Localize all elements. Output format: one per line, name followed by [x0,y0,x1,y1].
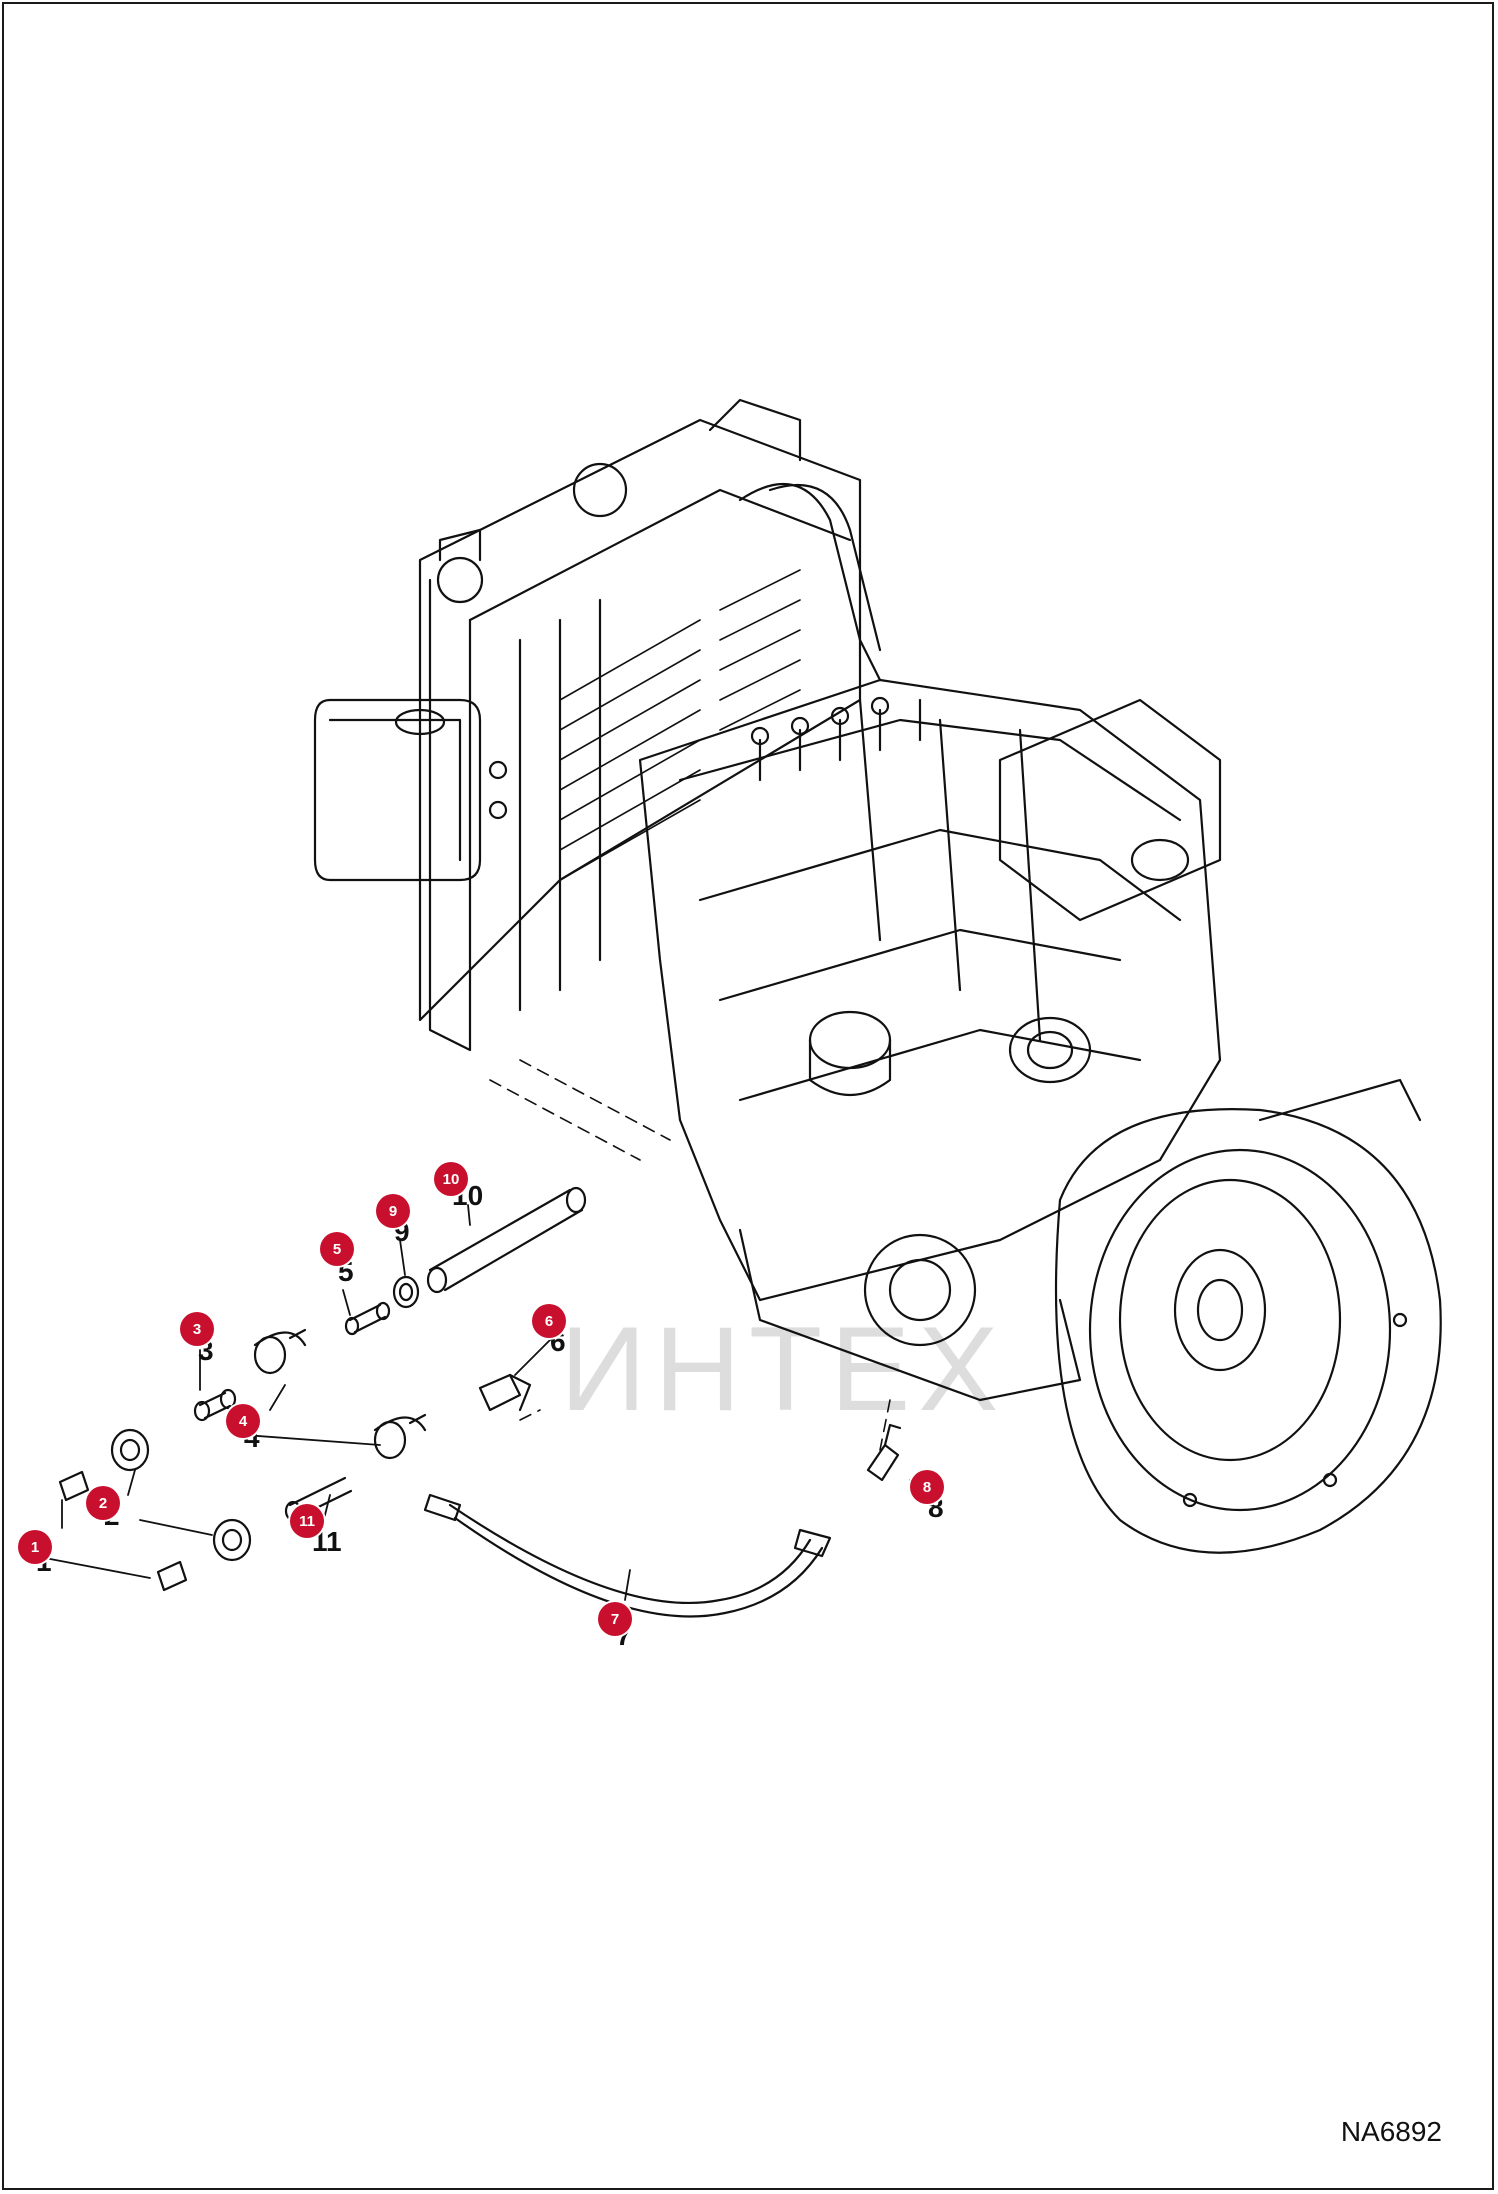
callout-7[interactable]: 7 [598,1602,632,1636]
part-9-ring [392,1275,420,1309]
part-2-nut-lower [212,1518,252,1562]
part-1-cap-lower [156,1560,188,1592]
part-1-cap-upper [58,1470,90,1502]
callout-9[interactable]: 9 [376,1194,410,1228]
callout-1[interactable]: 1 [18,1530,52,1564]
part-2-nut-upper [110,1428,150,1472]
part-3-sleeve [193,1388,237,1422]
part-7-hose [423,1493,832,1618]
flywheel-housing [1054,1078,1442,1554]
radiator [418,398,862,1052]
callout-4[interactable]: 4 [226,1404,260,1438]
coolant-tank [313,698,508,882]
callout-10[interactable]: 10 [434,1162,468,1196]
callout-2[interactable]: 2 [86,1486,120,1520]
drawing-code: NA6892 [1340,2116,1442,2147]
watermark-logo: ИНТЕХ [560,1302,1007,1436]
callout-8[interactable]: 8 [910,1470,944,1504]
radiator-fins [559,569,801,881]
callout-11[interactable]: 11 [290,1504,324,1538]
part-5-fitting [344,1301,391,1336]
part-10-pipe [426,1186,587,1294]
part-4-clamp-upper [253,1328,307,1375]
part-4-clamp-lower [373,1413,427,1460]
upper-hose [738,482,882,682]
callout-3[interactable]: 3 [180,1312,214,1346]
callout-6[interactable]: 6 [532,1304,566,1338]
callout-5[interactable]: 5 [320,1232,354,1266]
engine-block [638,678,1222,1347]
oil-pan [738,1228,1082,1402]
part-6-elbow [478,1373,532,1412]
part-8-fitting [866,1423,902,1482]
